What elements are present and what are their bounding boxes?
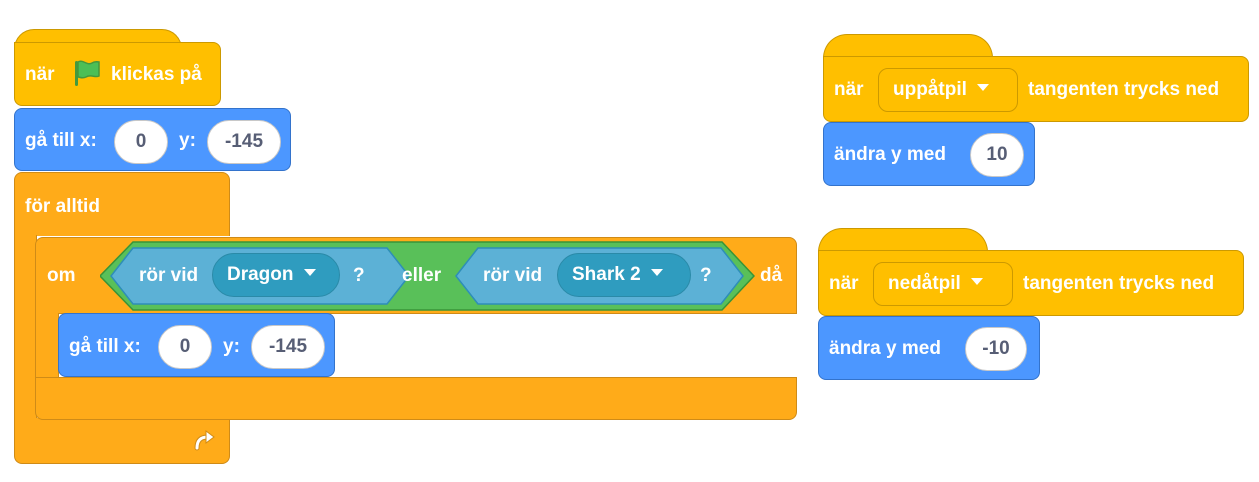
hat-cap-up (823, 34, 993, 58)
touching-target-dropdown-1[interactable]: Dragon (212, 253, 340, 297)
hat-prefix-label-down: när (829, 273, 859, 294)
goto-y-input[interactable]: -145 (207, 120, 281, 164)
hat-suffix-label-up: tangenten trycks ned (1028, 79, 1220, 100)
change-y-label-up: ändra y med (834, 144, 946, 165)
change-y-label-down: ändra y med (829, 338, 941, 359)
if-arm (35, 313, 59, 379)
key-dropdown-down[interactable]: nedåtpil (873, 262, 1013, 306)
if-label: om (47, 265, 76, 286)
dropdown-caret-icon (303, 269, 316, 277)
if-footer (35, 377, 797, 420)
change-y-input-down[interactable]: -10 (965, 327, 1027, 371)
goto-xy-block[interactable]: gå till x: 0 y: -145 (14, 108, 291, 171)
goto-label-inner: gå till x: (69, 336, 141, 357)
loop-arrow-icon (194, 430, 215, 451)
goto-y-input-inner[interactable]: -145 (251, 325, 325, 369)
change-y-block-up[interactable]: ändra y med 10 (823, 122, 1035, 186)
goto-label: gå till x: (25, 130, 97, 151)
or-label: eller (402, 265, 442, 286)
goto-y-label-inner: y: (223, 336, 240, 357)
forever-arm (14, 235, 37, 425)
touching-label-2: rör vid (483, 265, 543, 286)
forever-block[interactable]: för alltid (14, 172, 230, 236)
hat-prefix-label: när (25, 64, 55, 85)
hat-suffix-label: klickas på (111, 64, 202, 85)
touching-question-1: ? (353, 265, 365, 286)
goto-y-label: y: (179, 130, 196, 151)
goto-x-input[interactable]: 0 (114, 120, 168, 164)
touching-label-1: rör vid (139, 265, 199, 286)
key-dropdown-up[interactable]: uppåtpil (878, 68, 1018, 112)
hat-prefix-label-up: när (834, 79, 864, 100)
when-flag-clicked-block[interactable]: när klickas på (14, 42, 221, 106)
goto-x-input-inner[interactable]: 0 (158, 325, 212, 369)
green-flag-icon (75, 60, 100, 86)
hat-suffix-label-down: tangenten trycks ned (1023, 273, 1215, 294)
dropdown-caret-icon (976, 84, 989, 92)
key-value-up: uppåtpil (893, 79, 967, 100)
dropdown-caret-icon (650, 269, 663, 277)
touching-target-value-1: Dragon (227, 264, 294, 285)
hat-cap-down (818, 228, 988, 252)
goto-xy-block-inner[interactable]: gå till x: 0 y: -145 (58, 313, 335, 377)
when-key-pressed-block-down[interactable]: när nedåtpil tangenten trycks ned (818, 250, 1244, 316)
touching-question-2: ? (700, 265, 712, 286)
when-key-pressed-block-up[interactable]: när uppåtpil tangenten trycks ned (823, 56, 1249, 122)
touching-target-dropdown-2[interactable]: Shark 2 (557, 253, 691, 297)
forever-label: för alltid (25, 196, 100, 217)
change-y-input-up[interactable]: 10 (970, 133, 1024, 177)
key-value-down: nedåtpil (888, 273, 961, 294)
change-y-block-down[interactable]: ändra y med -10 (818, 316, 1040, 380)
forever-footer (14, 418, 230, 464)
dropdown-caret-icon (970, 278, 983, 286)
touching-target-value-2: Shark 2 (572, 264, 641, 285)
then-label: då (760, 265, 783, 286)
